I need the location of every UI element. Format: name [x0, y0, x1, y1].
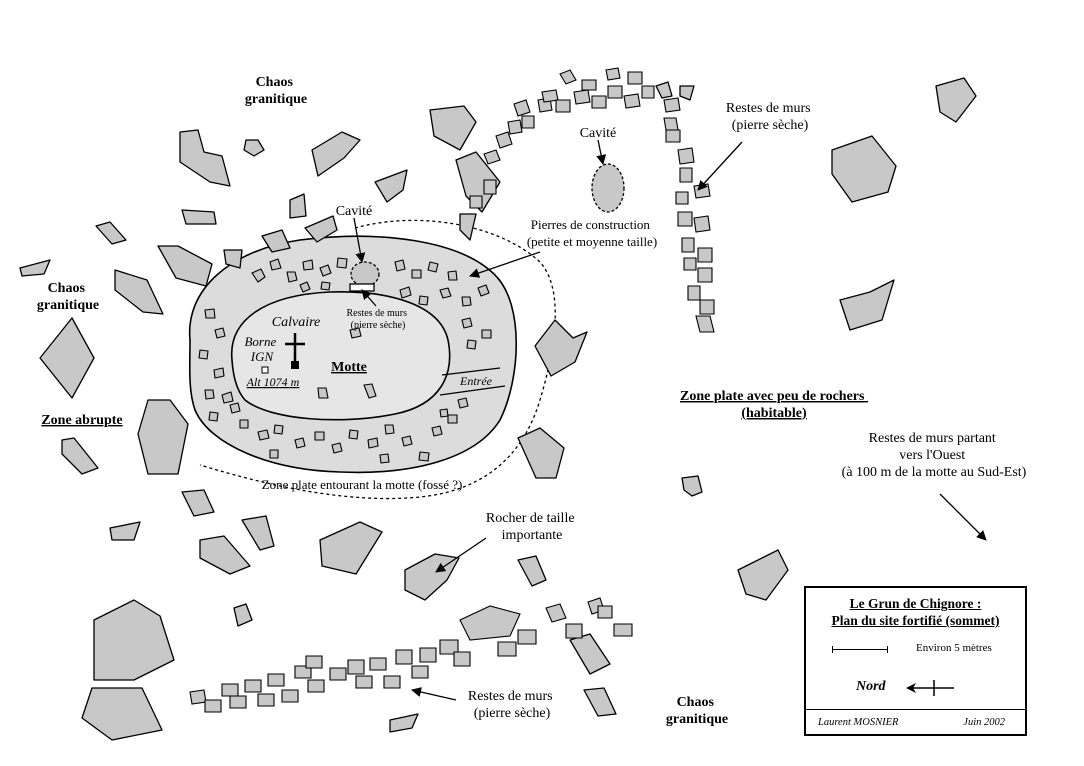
- restes-murs-small-label: Restes de murs (pierre sèche): [346, 308, 409, 331]
- north-wall-remains: [469, 67, 715, 333]
- chaos-left-label: Chaos granitique: [37, 281, 99, 313]
- calvary-cross-icon: [285, 333, 305, 369]
- legend-title-line1: Le Grun de Chignore :: [849, 596, 982, 611]
- altitude-label: Alt 1074 m: [246, 375, 300, 389]
- arrow-cavity-right: [596, 139, 607, 165]
- author-label: Laurent MOSNIER: [818, 717, 899, 728]
- cavity-right: [591, 163, 625, 213]
- cavite-left-label: Cavité: [336, 204, 373, 219]
- north-label: Nord: [856, 679, 886, 694]
- restes-murs-bottom-label: Restes de murs (pierre sèche): [468, 689, 556, 721]
- scale-label: Environ 5 mètres: [916, 642, 992, 654]
- arrow-west-walls: [939, 493, 987, 541]
- calvaire-label: Calvaire: [272, 315, 320, 330]
- north-arrow-icon: [906, 680, 954, 696]
- pierres-construction-label: Pierres de construction (petite et moyen…: [527, 217, 657, 249]
- zone-abrupte-label: Zone abrupte: [41, 413, 122, 428]
- ditch-zone-outline: [199, 219, 556, 500]
- rocher-taille-label: Rocher de taille importante: [486, 511, 578, 543]
- legend-separator: [806, 709, 1025, 710]
- arrow-large-rock: [435, 537, 487, 573]
- cavite-right-label: Cavité: [580, 126, 617, 141]
- small-wall-remains: [349, 283, 375, 292]
- scale-bar: [832, 646, 888, 653]
- motte-label: Motte: [331, 360, 367, 375]
- arrow-bottom-wall: [411, 687, 457, 701]
- zone-plate-habitable-label: Zone plate avec peu de rochers (habitabl…: [680, 389, 868, 421]
- arrow-right-wall: [697, 141, 743, 191]
- south-wall-remains: [189, 597, 633, 713]
- zone-plate-motte-label: Zone plate entourant la motte (fossé ?): [262, 477, 463, 492]
- surrounding-rocks: [19, 77, 977, 741]
- restes-ouest-label: Restes de murs partant vers l'Ouest (à 1…: [842, 431, 1027, 480]
- motte-platform: [230, 291, 451, 421]
- ign-marker-icon: [261, 366, 269, 374]
- entrance-path: [441, 367, 501, 376]
- arrow-construction-stones: [469, 251, 541, 278]
- legend-title-line2: Plan du site fortifié (sommet): [831, 613, 1000, 628]
- date-label: Juin 2002: [963, 717, 1005, 728]
- arrow-cavity-left: [353, 217, 366, 263]
- legend-box: Le Grun de Chignore : Plan du site forti…: [804, 586, 1027, 736]
- arrow-small-wall: [361, 289, 377, 307]
- cavity-left: [350, 261, 380, 287]
- chaos-bottom-label: Chaos granitique: [666, 695, 728, 727]
- chaos-top-label: Chaos granitique: [245, 75, 307, 107]
- entree-label: Entrée: [459, 374, 493, 388]
- entrance-path: [439, 385, 506, 396]
- borne-label: Borne IGN: [244, 334, 279, 364]
- ring-stones: [198, 257, 492, 464]
- restes-murs-right-label: Restes de murs (pierre sèche): [726, 101, 814, 133]
